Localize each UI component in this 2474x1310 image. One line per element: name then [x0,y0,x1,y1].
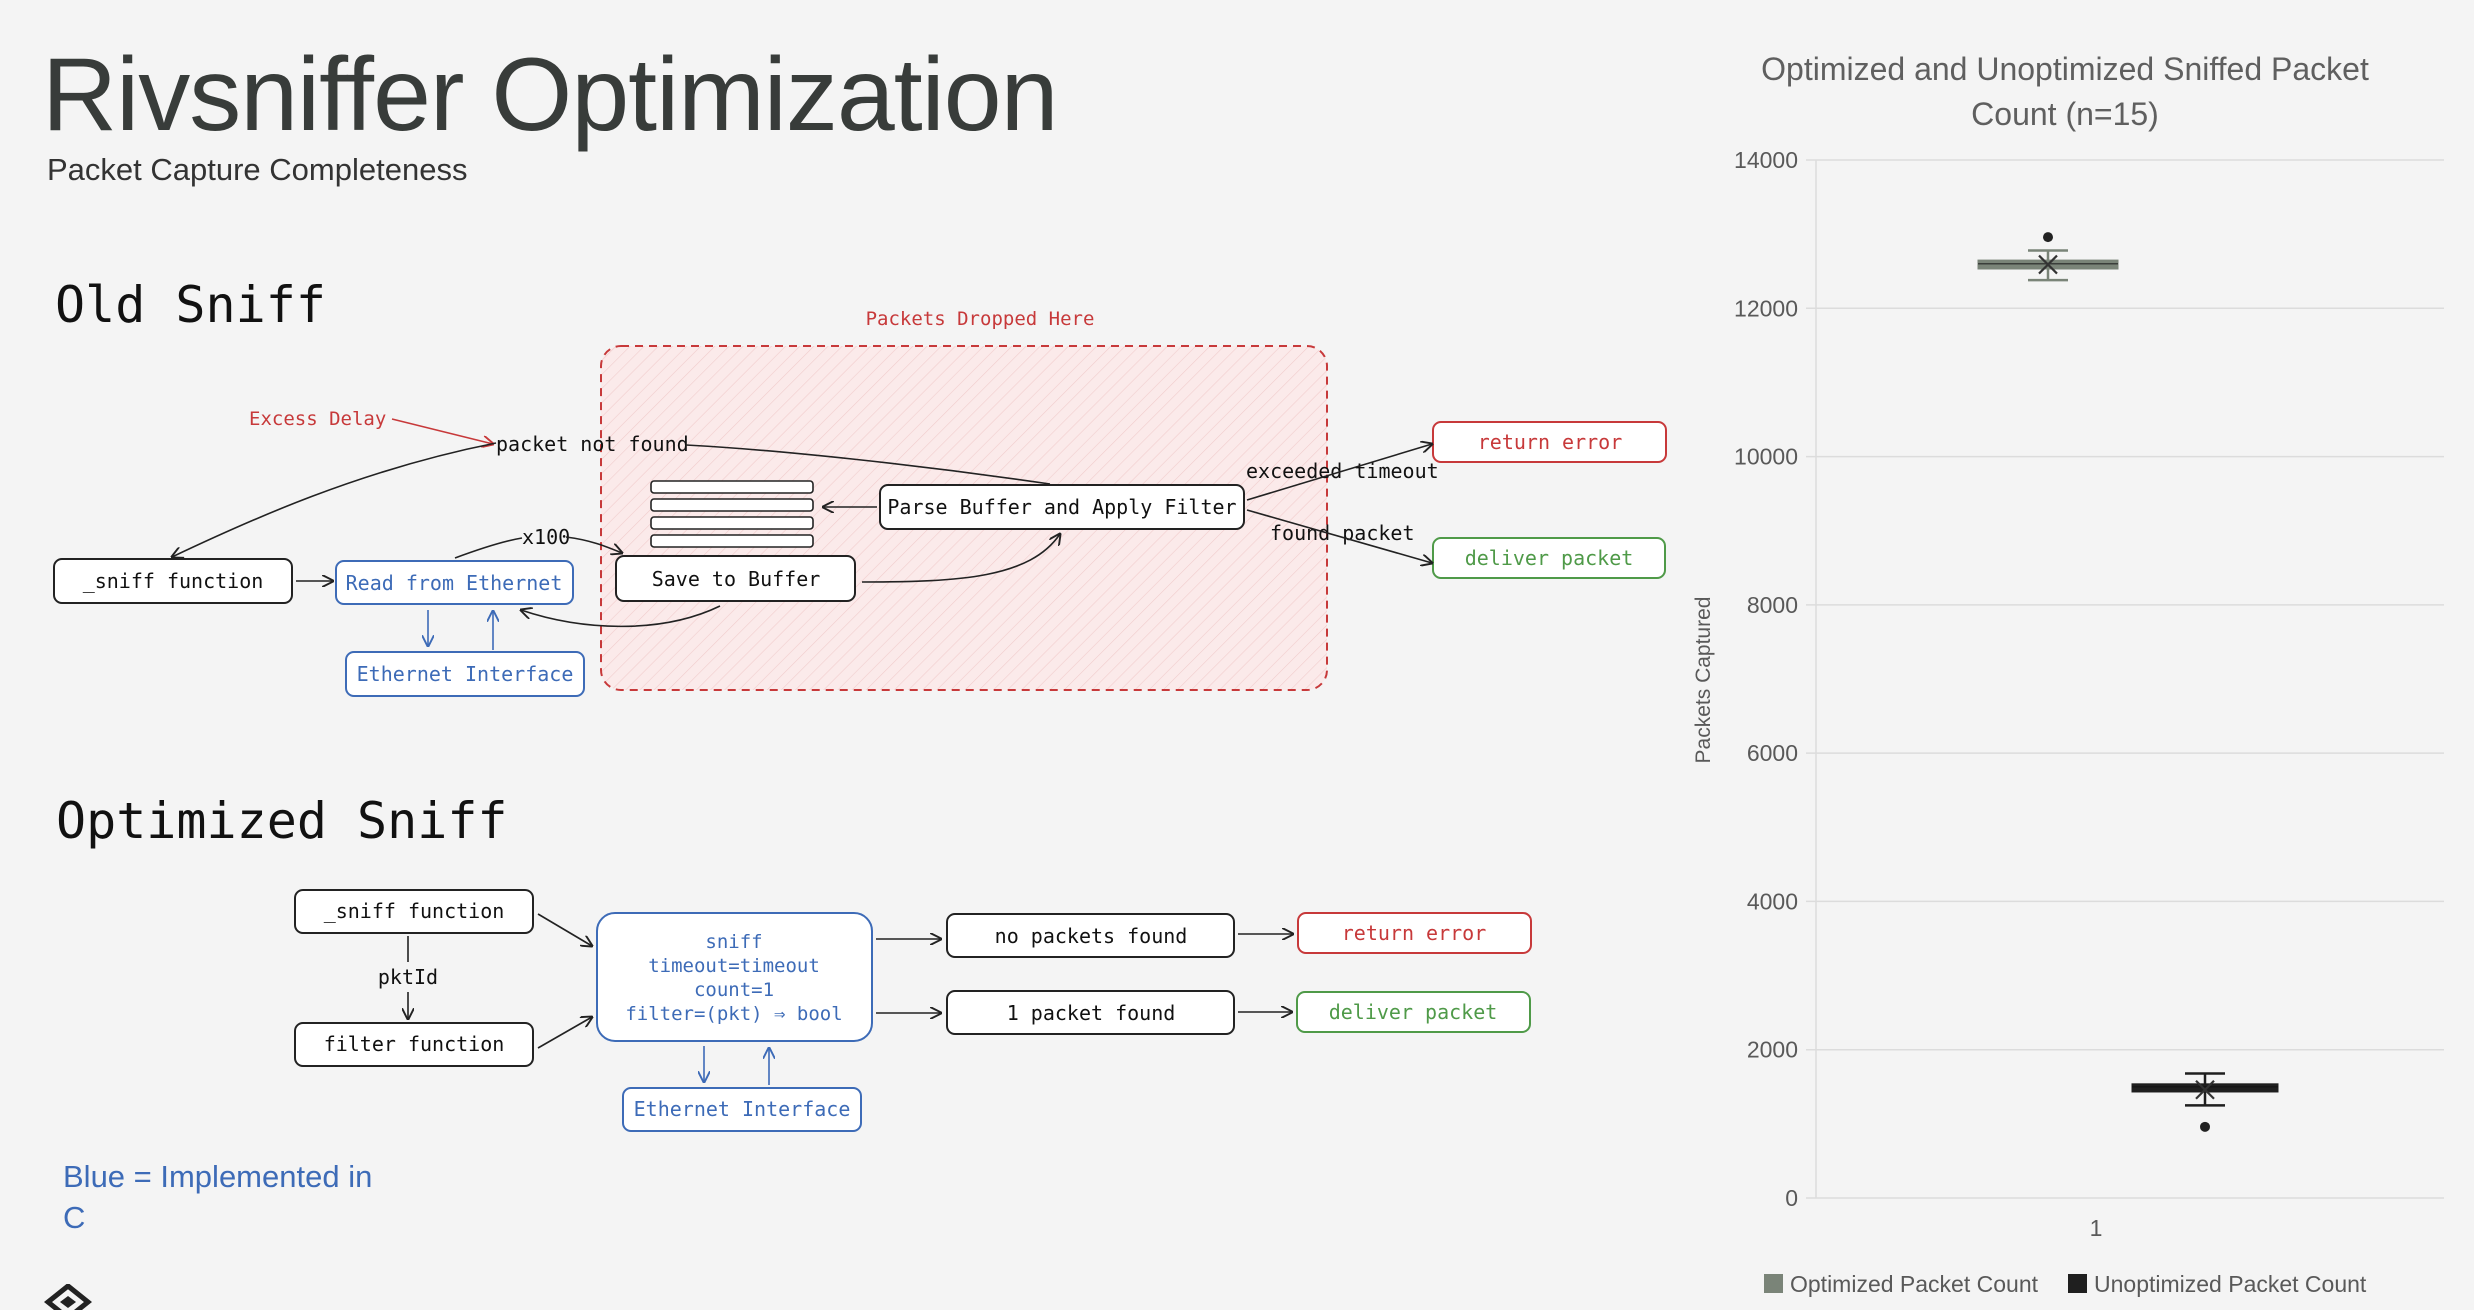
y-tick-label: 4000 [1747,888,1798,914]
pkt-id-label: pktId [378,965,438,989]
x100-label: x100 [522,525,570,549]
opt-flow-arrows [408,913,1293,1049]
excess-delay-arrow [391,418,493,444]
mean-marker [2038,254,2058,275]
old-sniff-heading: Old Sniff [55,276,326,334]
save-to-buffer-label: Save to Buffer [652,567,821,591]
outlier-point [2043,232,2053,243]
read-from-ethernet-label: Read from Ethernet [346,571,563,595]
packets-dropped-label: Packets Dropped Here [866,308,1095,330]
y-tick-label: 2000 [1747,1037,1798,1063]
old-ethernet-interface-label: Ethernet Interface [357,662,574,686]
chart-legend: Optimized Packet Count Unoptimized Packet… [1764,1271,2367,1297]
opt-return-error-box [1297,912,1532,954]
legend-label: Unoptimized Packet Count [2094,1271,2367,1297]
read-from-ethernet-box [335,560,574,605]
box-optimized [1977,232,2119,282]
opt-sniff-function-label: _sniff function [324,899,505,923]
opt-ethernet-interface-box [622,1087,862,1132]
buffer-stack-icon [650,480,814,548]
packet-not-found-label: packet not found [496,432,689,456]
legend-note: Blue = Implemented in C [63,1159,373,1235]
filter-function-label: filter function [324,1032,505,1056]
outlier-point [2200,1121,2210,1132]
y-tick-label: 8000 [1747,592,1798,618]
old-sniff-function-box [53,558,293,604]
filter-function-box [294,1022,534,1067]
y-tick-label: 0 [1785,1185,1798,1211]
legend-swatch [2068,1274,2087,1293]
logo-icon [43,1284,93,1310]
one-packet-found-box [946,990,1235,1035]
mean-marker [2195,1079,2215,1100]
opt-return-error-label: return error [1342,921,1487,945]
y-tick-label: 12000 [1734,295,1798,321]
opt-deliver-packet-box [1296,991,1531,1033]
sniff-call-line1: sniff [705,931,762,953]
legend-swatch [1764,1274,1783,1293]
y-tick-label: 6000 [1747,740,1798,766]
chart-title-line1: Optimized and Unoptimized Sniffed Packet [1761,51,2369,87]
chart-y-ticks: 0 2000 4000 6000 8000 10000 12000 14000 [1734,147,1798,1211]
save-to-buffer-box [615,555,856,602]
sniff-call-line3: count=1 [694,979,774,1001]
old-ethernet-interface-box [345,651,585,697]
chart-x-ticks: 1 [2090,1215,2103,1241]
chart-y-axis-label: Packets Captured [1692,597,1715,764]
old-flow-arrows [172,443,1432,628]
x-tick-label: 1 [2090,1215,2103,1241]
page-subtitle: Packet Capture Completeness [47,152,468,187]
y-tick-label: 14000 [1734,147,1798,173]
page-title: Rivsniffer Optimization [42,37,1058,153]
opt-ethernet-arrows [704,1046,769,1085]
no-packets-found-label: no packets found [995,924,1188,948]
optimized-sniff-heading: Optimized Sniff [56,792,508,850]
found-packet-label: found packet [1270,521,1415,545]
legend-label: Optimized Packet Count [1790,1271,2039,1297]
box-unoptimized [2131,1072,2279,1132]
opt-deliver-packet-label: deliver packet [1329,1000,1498,1024]
y-tick-label: 10000 [1734,444,1798,470]
old-ethernet-arrows [428,610,493,650]
old-sniff-function-label: _sniff function [83,569,264,593]
opt-sniff-function-box [294,889,534,934]
box-iqr [2131,1083,2279,1093]
old-deliver-packet-label: deliver packet [1465,546,1634,570]
chart-title-line2: Count (n=15) [1971,96,2159,132]
box-plot-chart: Optimized and Unoptimized Sniffed Packet… [1692,51,2444,1297]
sniff-call-box [596,912,873,1042]
chart-boxes [1977,232,2279,1132]
one-packet-found-label: 1 packet found [1007,1001,1176,1025]
excess-delay-label: Excess Delay [249,408,386,430]
sniff-call-line4: filter=(pkt) ⇒ bool [625,1003,842,1025]
flow-diagrams: Packets Dropped Here Excess Delay packet… [53,308,1667,1132]
parse-buffer-box [879,484,1245,530]
old-return-error-label: return error [1478,430,1623,454]
chart-gridlines [1806,159,2444,1199]
sniff-call-line2: timeout=timeout [648,955,820,977]
parse-buffer-label: Parse Buffer and Apply Filter [887,495,1236,519]
opt-ethernet-interface-label: Ethernet Interface [634,1097,851,1121]
no-packets-found-box [946,913,1235,958]
